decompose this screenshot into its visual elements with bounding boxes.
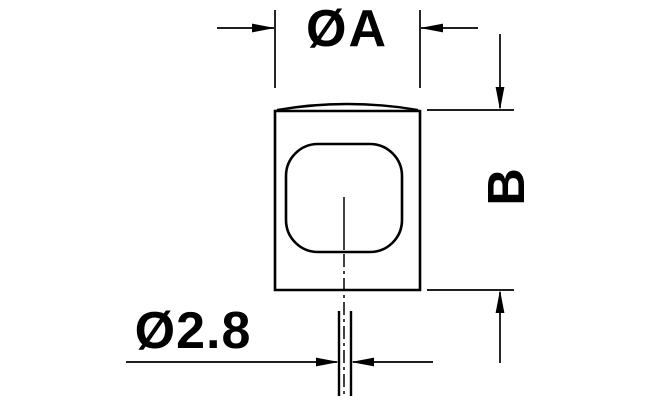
arrowhead-pointing-down — [495, 87, 505, 110]
label-height-b: B — [478, 168, 536, 206]
arrowhead-pointing-left — [420, 23, 443, 33]
socket-hole-outline — [284, 142, 404, 254]
dimension-height-b: B — [427, 34, 536, 363]
label-pin-diameter: Ø2.8 — [135, 302, 252, 360]
dimension-pin-diameter: Ø2.8 — [126, 302, 433, 367]
label-diameter-a: ØA — [306, 0, 388, 58]
dimension-diameter-a: ØA — [217, 0, 478, 88]
arrowhead-pointing-right — [252, 23, 275, 33]
arrowhead-pointing-right — [316, 357, 339, 367]
arrowhead-pointing-up — [495, 290, 505, 313]
body-top-dome-arc — [276, 102, 419, 112]
arrowhead-pointing-left — [351, 357, 374, 367]
body-outline — [273, 109, 422, 292]
part-body — [273, 102, 422, 398]
